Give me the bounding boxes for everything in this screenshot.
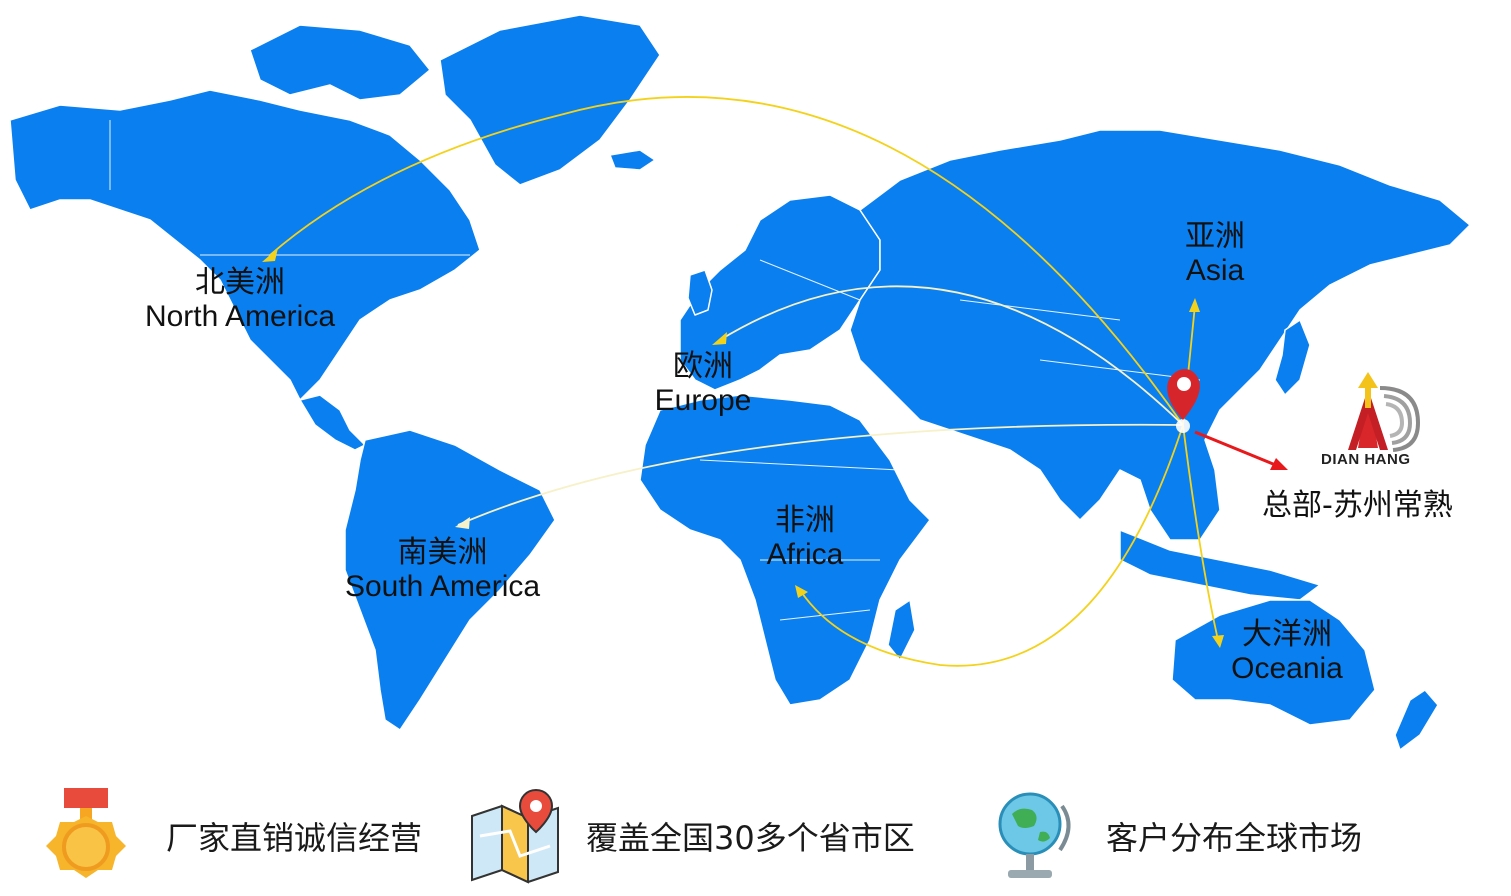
south-america [344,429,556,731]
arctic-islands [249,24,431,101]
new-zealand [1394,689,1439,751]
route-north-america [269,96,1184,426]
asia [849,129,1471,541]
route-oceania [1182,424,1219,641]
world-map [9,14,1471,751]
label-africa: 非洲 Africa [766,503,844,571]
label-europe: 欧洲 Europe [654,349,752,417]
logo-text: DIAN HANG [1321,451,1411,468]
australia [1171,599,1376,726]
feature-text: 客户分布全球市场 [1106,819,1363,857]
globe-icon [998,792,1071,878]
feature-text: 厂家直销诚信经营 [166,819,423,857]
africa [639,394,931,706]
label-south-america: 南美洲 South America [344,535,541,603]
label-oceania: 大洋洲 Oceania [1231,617,1343,685]
location-pin-icon [1167,369,1200,433]
hq-arrow [1194,430,1279,468]
route-europe [719,285,1184,426]
feature-text: 覆盖全国30多个省市区 [586,819,915,857]
north-america [9,89,481,401]
central-america [299,394,366,451]
dianhang-logo [1348,372,1421,452]
indonesia [1119,529,1321,601]
feature-direct-sales: 厂家直销诚信经营 [40,786,422,886]
label-north-america: 北美洲 North America [144,265,336,333]
greenland [439,14,661,186]
britain [687,269,713,316]
map-location-icon [471,788,559,884]
headquarters-label: 总部-苏州常熟 [1262,488,1453,523]
feature-coverage: 覆盖全国30多个省市区 [460,786,915,886]
madagascar [887,599,916,661]
medal-icon [46,788,126,878]
route-africa [799,424,1184,667]
route-south-america [457,423,1184,526]
label-asia: 亚洲 Asia [1185,219,1245,287]
iceland [609,149,656,171]
feature-global-market: 客户分布全球市场 [980,786,1362,886]
japan [1274,319,1311,396]
